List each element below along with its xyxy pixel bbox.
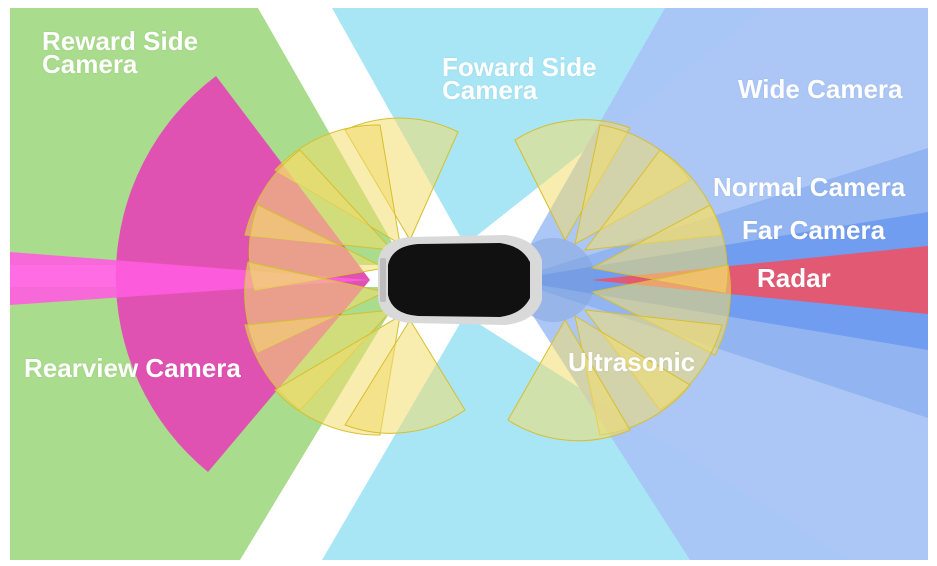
ultrasonic-fan-rear-bot-1: [344, 319, 466, 434]
foward-side-camera-label: Foward Side Camera: [442, 52, 597, 105]
ultrasonic-fan-front-bot-1: [507, 319, 631, 442]
reward-side-camera-label-line1: Reward Side: [42, 26, 199, 56]
foward-side-camera-label-line1: Foward Side: [442, 52, 597, 82]
foward-side-camera-label-line2: Camera: [442, 75, 538, 105]
car-rear-trim: [380, 258, 386, 302]
rearview-camera-label: Rearview Camera: [24, 353, 241, 383]
ultrasonic-sensors: [244, 117, 731, 442]
radar-zone: [590, 246, 928, 314]
car-roof: [388, 243, 530, 317]
reward-side-camera-label: Reward Side Camera: [42, 26, 199, 79]
far-camera-label: Far Camera: [742, 215, 886, 245]
radar-label: Radar: [757, 263, 831, 293]
normal-camera-label: Normal Camera: [713, 172, 906, 202]
rearview-camera-core: [10, 252, 370, 305]
ultrasonic-fan-rear-top-2: [274, 124, 401, 245]
ultrasonic-label: Ultrasonic: [568, 347, 696, 377]
car-top-view: [378, 235, 542, 325]
wide-camera-label: Wide Camera: [738, 74, 903, 104]
reward-side-camera-label-line2: Camera: [42, 49, 138, 79]
